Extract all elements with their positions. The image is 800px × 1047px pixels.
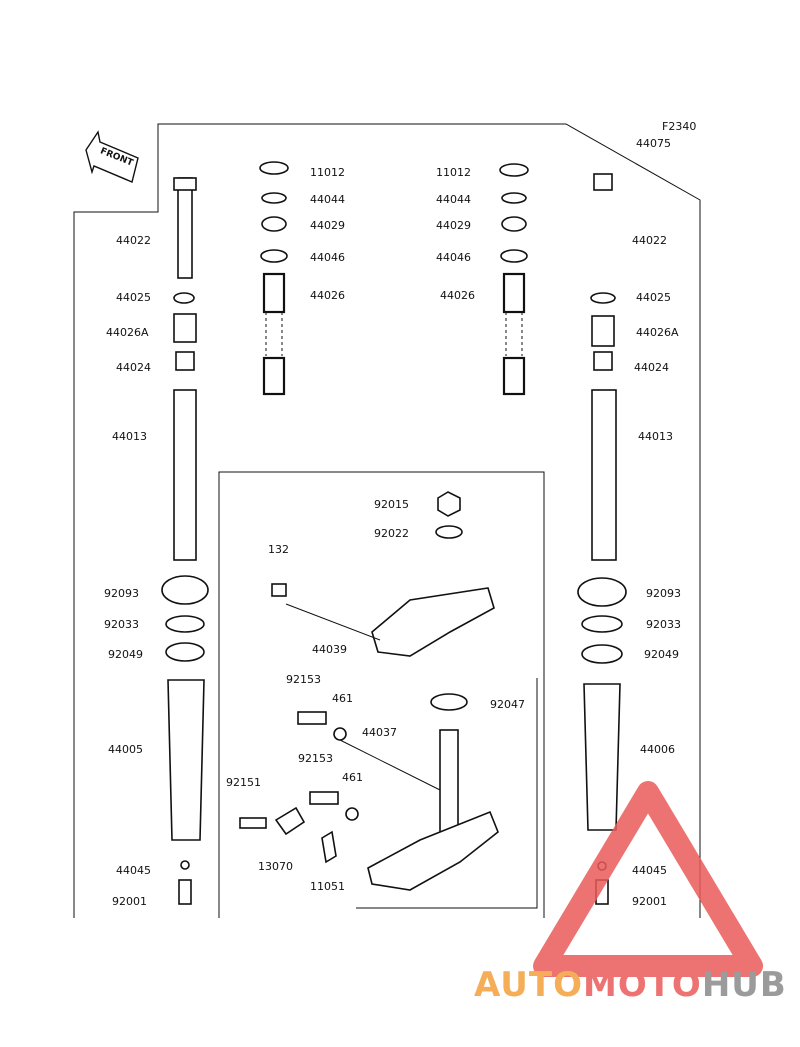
bearing xyxy=(430,693,468,711)
label-11012-b: 11012 xyxy=(436,166,471,179)
fork-cap-right xyxy=(593,173,613,191)
lower-bracket xyxy=(367,810,499,891)
bolt-left xyxy=(178,879,192,905)
label-44025-right: 44025 xyxy=(636,291,671,304)
outer-tube-left xyxy=(167,679,205,841)
label-44075: 44075 xyxy=(636,137,671,150)
label-44046-b: 44046 xyxy=(436,251,471,264)
inner-tube-right xyxy=(591,389,617,561)
ring-right xyxy=(581,615,623,633)
label-92049-right: 92049 xyxy=(644,648,679,661)
label-92001-left: 92001 xyxy=(112,895,147,908)
label-44006: 44006 xyxy=(640,743,675,756)
upper-bracket xyxy=(371,587,495,657)
label-44005: 44005 xyxy=(108,743,143,756)
washer-left xyxy=(173,292,195,304)
spring-stack-b xyxy=(499,163,529,396)
bracket-11051 xyxy=(321,830,337,864)
label-92049-left: 92049 xyxy=(108,648,143,661)
label-92153-b: 92153 xyxy=(298,752,333,765)
bolt-92153a xyxy=(297,711,327,725)
label-44029-b: 44029 xyxy=(436,219,471,232)
bolt-92153b xyxy=(309,791,339,805)
label-44024-right: 44024 xyxy=(634,361,669,374)
label-44024-left: 44024 xyxy=(116,361,151,374)
label-92015: 92015 xyxy=(374,498,409,511)
label-92151: 92151 xyxy=(226,776,261,789)
right-fork xyxy=(577,173,627,905)
logo-triangle-icon xyxy=(533,781,763,977)
label-11051: 11051 xyxy=(310,880,345,893)
label-92093-right: 92093 xyxy=(646,587,681,600)
label-92047: 92047 xyxy=(490,698,525,711)
automotohub-logo: AUTOMOTOHUB xyxy=(474,781,787,1005)
bolt-132 xyxy=(271,583,287,597)
label-44044-b: 44044 xyxy=(436,193,471,206)
clamp-13070 xyxy=(274,806,306,836)
dust-seal-left xyxy=(161,575,209,605)
diagram-code: F2340 xyxy=(662,120,696,133)
ring-left xyxy=(165,615,205,633)
label-44022-right: 44022 xyxy=(632,234,667,247)
washer-right xyxy=(590,292,616,304)
oil-seal-left xyxy=(165,642,205,662)
label-92153-a: 92153 xyxy=(286,673,321,686)
label-44026A-left: 44026A xyxy=(106,326,149,339)
dust-seal-right xyxy=(577,577,627,607)
label-44039: 44039 xyxy=(312,643,347,656)
label-461-a: 461 xyxy=(332,692,353,705)
stem-nut xyxy=(437,491,461,517)
logo-part3: HUB xyxy=(702,965,787,1005)
label-92001-right: 92001 xyxy=(632,895,667,908)
label-44026A-right: 44026A xyxy=(636,326,679,339)
label-92093-left: 92093 xyxy=(104,587,139,600)
label-44022-left: 44022 xyxy=(116,234,151,247)
label-44037: 44037 xyxy=(362,726,397,739)
left-fork xyxy=(161,177,209,905)
label-461-b: 461 xyxy=(342,771,363,784)
label-44026-b: 44026 xyxy=(440,289,475,302)
label-44045-right: 44045 xyxy=(632,864,667,877)
label-92033-right: 92033 xyxy=(646,618,681,631)
gasket-left xyxy=(180,860,190,870)
label-92033-left: 92033 xyxy=(104,618,139,631)
label-13070: 13070 xyxy=(258,860,293,873)
label-44046-a: 44046 xyxy=(310,251,345,264)
stem-washer xyxy=(435,525,463,539)
svg-text:AUTOMOTOHUB: AUTOMOTOHUB xyxy=(474,965,787,1005)
label-92022: 92022 xyxy=(374,527,409,540)
spring-short-right xyxy=(591,315,615,347)
logo-part1: AUTO xyxy=(474,965,583,1005)
label-44013-right: 44013 xyxy=(638,430,673,443)
label-44025-left: 44025 xyxy=(116,291,151,304)
label-44026-a: 44026 xyxy=(310,289,345,302)
fork-tube-left xyxy=(177,177,193,279)
oil-seal-right xyxy=(581,644,623,664)
steering-assembly xyxy=(239,491,499,891)
bolt-92151 xyxy=(239,817,267,829)
label-132: 132 xyxy=(268,543,289,556)
label-44044-a: 44044 xyxy=(310,193,345,206)
collar-right xyxy=(593,351,613,371)
nut-461b xyxy=(345,807,359,821)
frame-lines xyxy=(73,123,701,918)
label-11012-a: 11012 xyxy=(310,166,345,179)
outer-tube-right xyxy=(583,683,621,831)
logo-part2: MOTO xyxy=(583,965,702,1005)
fork-cap-left xyxy=(173,177,197,191)
inner-tube-left xyxy=(173,389,197,561)
spring-short-left xyxy=(173,313,197,343)
label-44045-left: 44045 xyxy=(116,864,151,877)
spring-stack-a xyxy=(259,161,289,396)
front-arrow-icon: FRONT xyxy=(85,130,139,183)
nut-461a xyxy=(333,727,347,741)
part-labels: F2340 44075 11012 44044 44029 44046 4402… xyxy=(104,120,696,908)
label-44013-left: 44013 xyxy=(112,430,147,443)
collar-left xyxy=(175,351,195,371)
label-44029-a: 44029 xyxy=(310,219,345,232)
